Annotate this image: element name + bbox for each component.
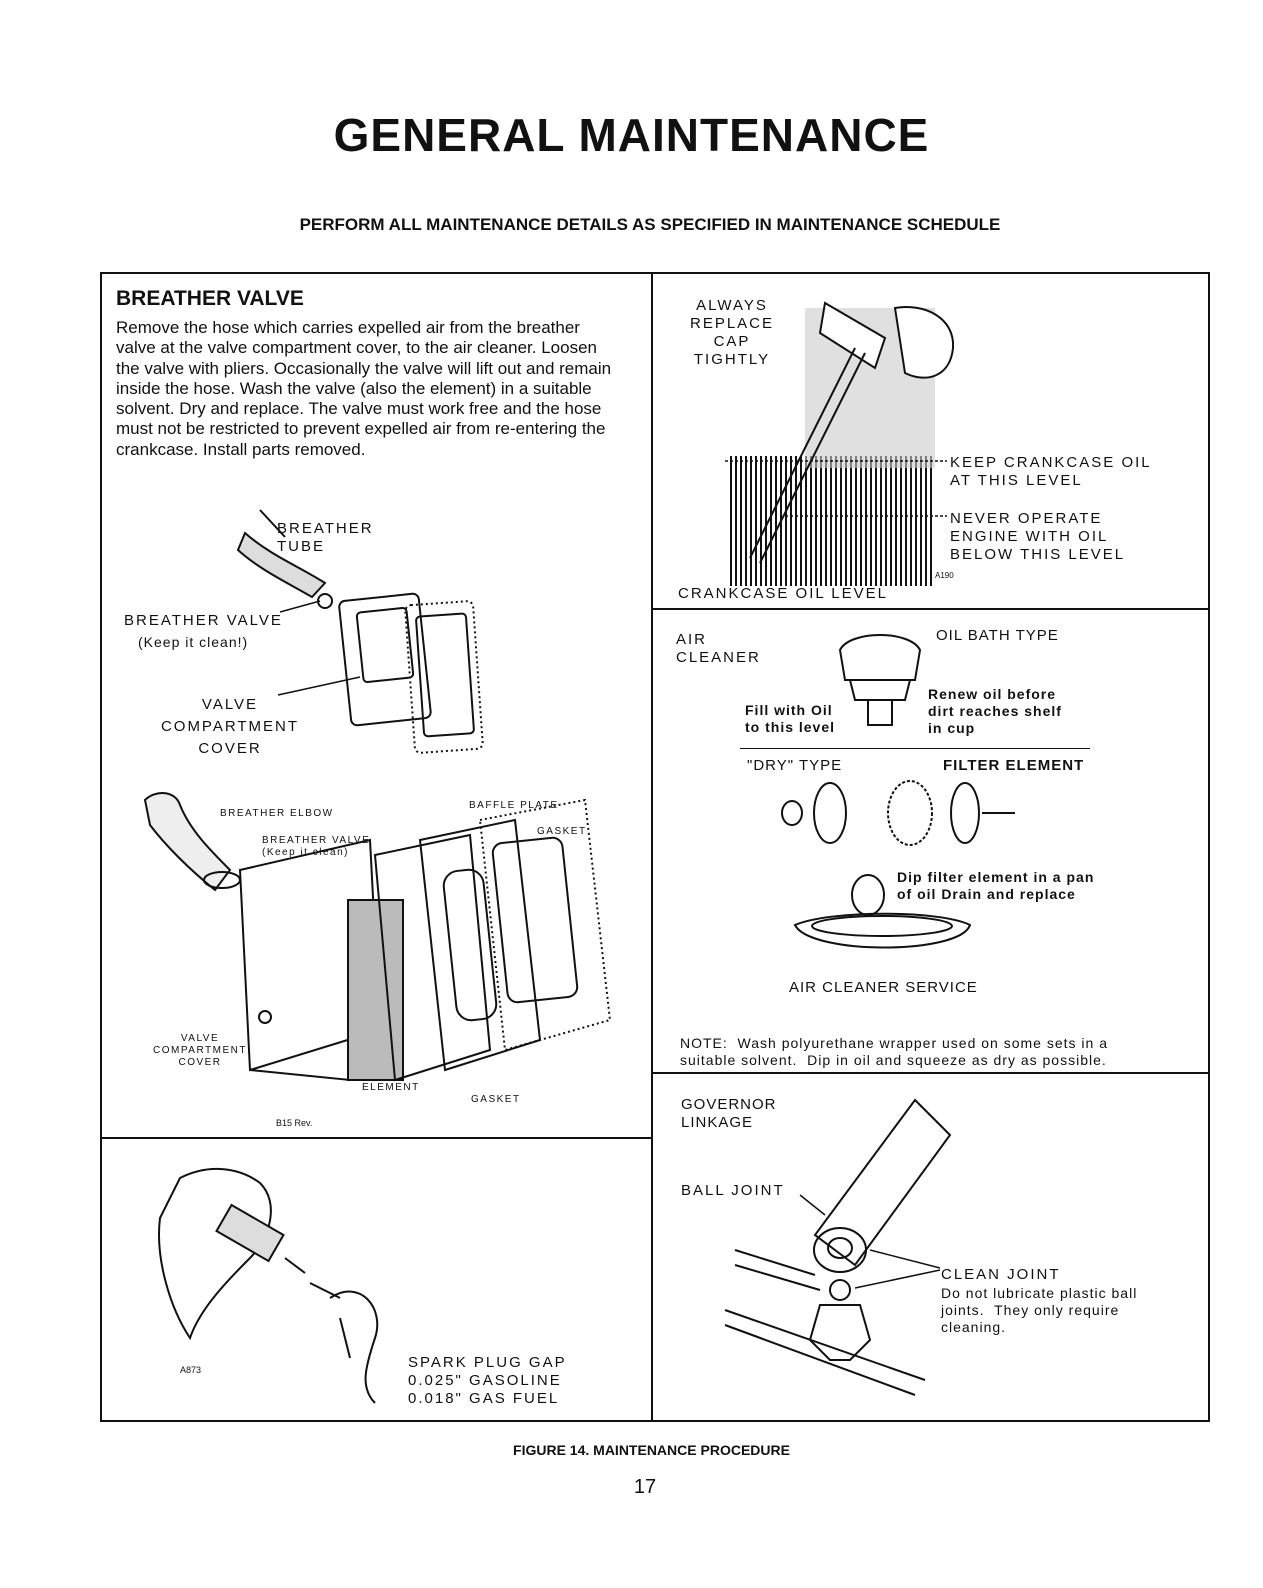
label-valve-cover-2: VALVE COMPARTMENT COVER [153,1033,247,1068]
label-dry-type: "DRY" TYPE [747,757,843,774]
label-air-cleaner: AIR CLEANER [676,631,761,666]
label-code-b15: B15 Rev. [276,1118,313,1128]
divider-dry-type [740,748,1090,749]
label-governor-linkage: GOVERNOR LINKAGE [681,1096,777,1131]
label-fill-with-oil: Fill with Oil to this level [745,702,836,735]
oil-dipstick-figure [725,301,955,586]
spark-plug-figure [158,1167,379,1404]
label-clean-note: Do not lubricate plastic ball joints. Th… [941,1285,1138,1335]
label-keep-clean: (Keep it clean!) [138,634,249,650]
label-valve-cover-1: VALVE COMPARTMENT COVER [160,696,300,757]
label-breather-valve-2: BREATHER VALVE (Keep it clean) [262,835,371,858]
divider-breather-spark [100,1137,652,1139]
divider-air-governor [652,1072,1210,1074]
label-never-operate: NEVER OPERATE ENGINE WITH OIL BELOW THIS… [950,510,1126,563]
label-breather-elbow: BREATHER ELBOW [220,808,334,819]
label-oil-bath-type: OIL BATH TYPE [936,627,1059,644]
oil-bath-cleaner-figure [838,634,922,726]
breather-heading: BREATHER VALVE [116,287,304,310]
label-gasket-bottom: GASKET [471,1094,521,1105]
label-element: ELEMENT [362,1082,420,1093]
page-title: GENERAL MAINTENANCE [333,109,930,161]
label-clean-joint: CLEAN JOINT [941,1266,1061,1283]
label-gasket-top: GASKET [537,826,587,837]
dry-filter-figure [781,780,1015,846]
label-spark-plug-gap: SPARK PLUG GAP 0.025" GASOLINE 0.018" GA… [408,1354,567,1407]
page-number: 17 [633,1476,657,1498]
oil-pan-figure [793,874,972,949]
breather-valve-figure [236,509,484,754]
label-code-a190: A190 [935,571,954,580]
label-crankcase-oil: CRANKCASE OIL LEVEL [678,585,889,602]
label-code-a873: A873 [180,1365,202,1375]
label-renew-oil: Renew oil before dirt reaches shelf in c… [928,686,1062,736]
label-keep-oil-level: KEEP CRANKCASE OIL AT THIS LEVEL [950,454,1152,489]
figure-caption: FIGURE 14. MAINTENANCE PROCEDURE [513,1442,790,1458]
label-ball-joint: BALL JOINT [681,1182,785,1199]
label-breather-tube: BREATHER TUBE [277,520,374,555]
label-air-cleaner-service: AIR CLEANER SERVICE [789,979,978,996]
figure-frame [100,272,1210,1422]
center-divider [651,272,653,1422]
label-filter-element: FILTER ELEMENT [943,757,1085,774]
governor-linkage-figure [724,1098,952,1396]
divider-oil-air [652,608,1210,610]
label-dip-filter: Dip filter element in a pan of oil Drain… [897,869,1095,902]
label-air-note: NOTE: Wash polyurethane wrapper used on … [680,1035,1108,1068]
label-always-replace: ALWAYS REPLACE CAP TIGHTLY [689,297,775,368]
label-baffle-plate: BAFFLE PLATE [469,800,559,811]
page-subtitle: PERFORM ALL MAINTENANCE DETAILS AS SPECI… [299,215,1001,234]
valve-assembly-figure [143,792,612,1082]
label-breather-valve: BREATHER VALVE [124,612,283,629]
breather-body: Remove the hose which carries expelled a… [116,318,612,459]
